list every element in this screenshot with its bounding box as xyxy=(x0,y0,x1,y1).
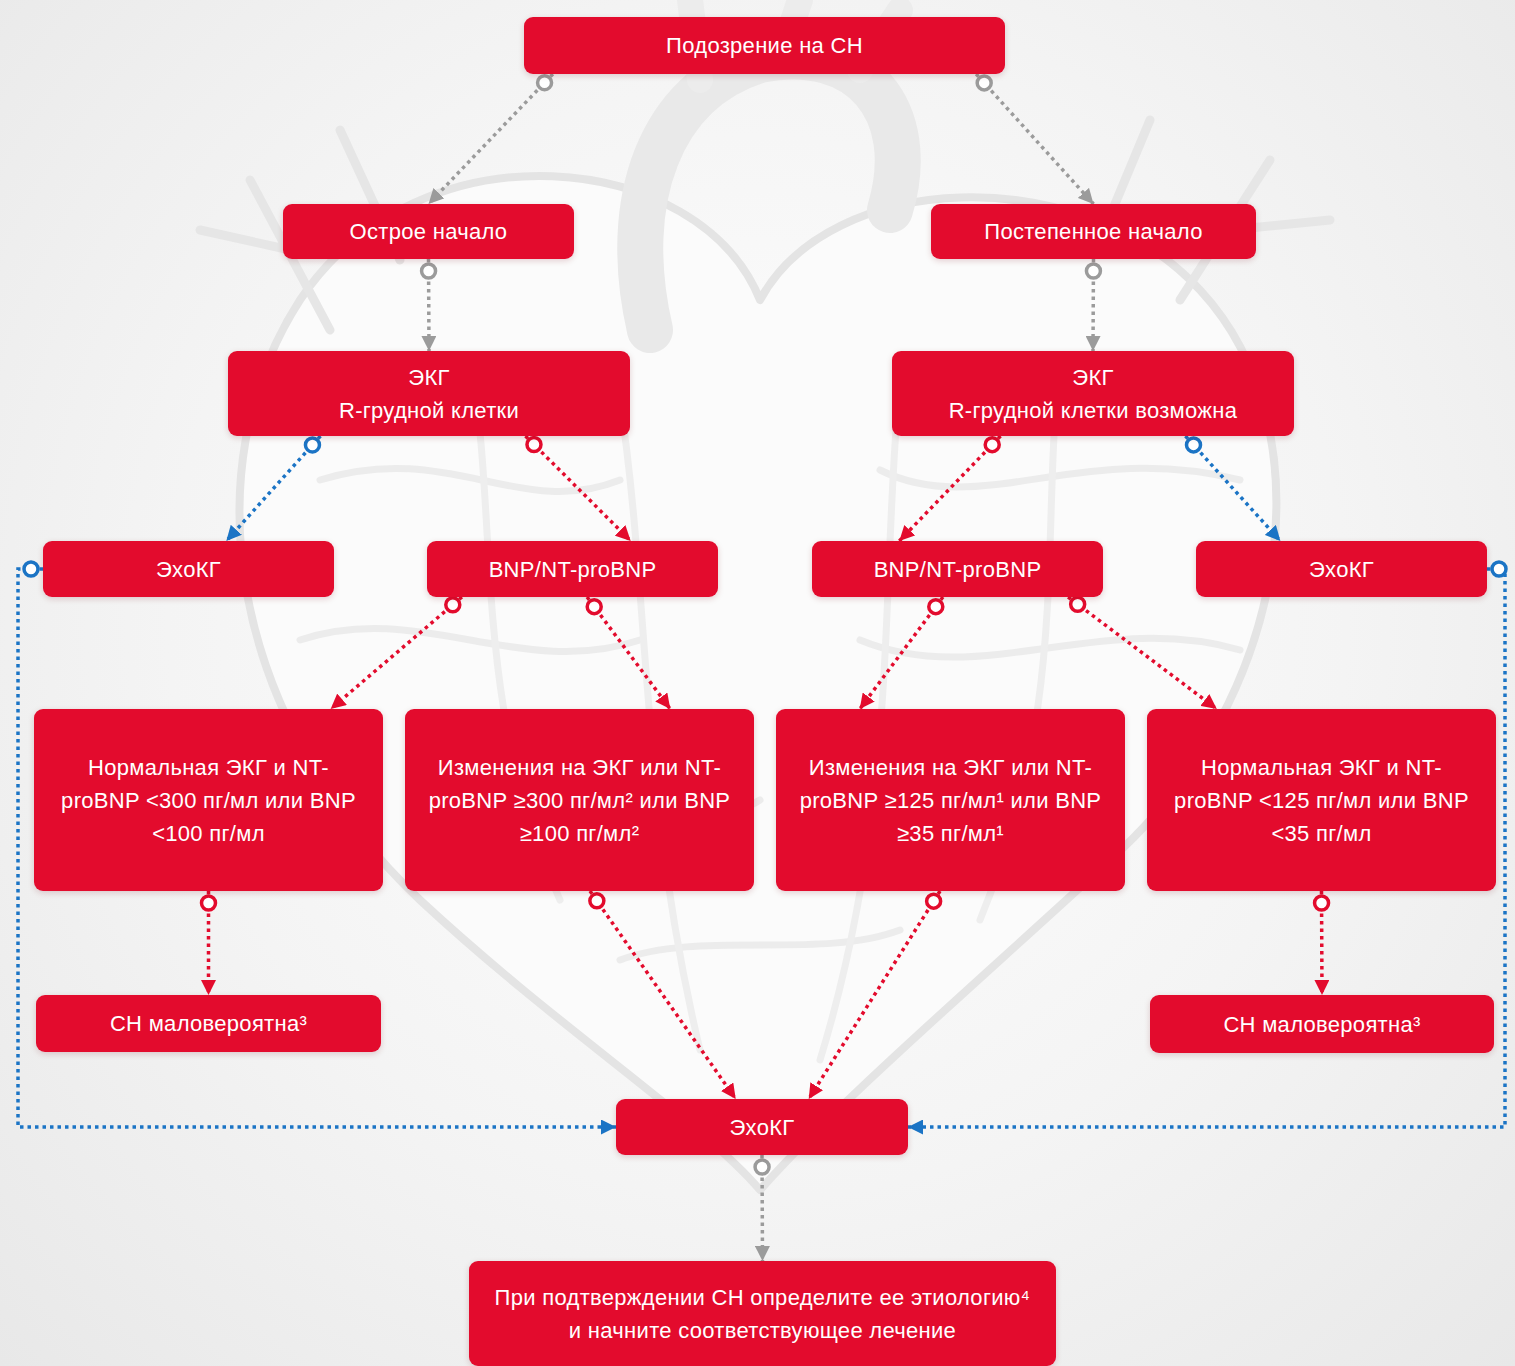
process-box: ЭКГR-грудной клетки возможна xyxy=(892,351,1294,436)
box-text: BNP/NT-proBNP xyxy=(874,553,1042,586)
connector-arrow xyxy=(809,891,941,1099)
connector-arrow xyxy=(226,436,320,541)
process-box: СН маловероятна³ xyxy=(36,995,381,1052)
connector-start-dot xyxy=(446,598,460,612)
connector-arrow xyxy=(976,74,1093,204)
process-box: BNP/NT-proBNP xyxy=(427,541,718,597)
box-text: R-грудной клетки xyxy=(339,394,519,427)
connector-start-dot xyxy=(587,600,601,614)
box-text: ЭхоКГ xyxy=(1309,553,1374,586)
connector-arrow xyxy=(1086,259,1100,351)
box-text: СН маловероятна³ xyxy=(1223,1008,1420,1041)
connector-arrow xyxy=(525,436,630,541)
process-box: ЭКГR-грудной клетки xyxy=(228,351,630,436)
connector-line xyxy=(1068,597,1217,709)
connector-line xyxy=(590,891,736,1099)
connector-arrow xyxy=(587,597,670,709)
connector-arrow xyxy=(429,74,553,204)
box-text: Изменения на ЭКГ или NT-proBNP ≥300 пг/м… xyxy=(423,751,736,850)
box-text: ЭКГ xyxy=(408,361,449,394)
box-text: ЭхоКГ xyxy=(729,1111,794,1144)
box-text: Нормальная ЭКГ и NT-proBNP <125 пг/мл ил… xyxy=(1165,751,1478,850)
connector-line xyxy=(809,891,940,1099)
process-box: Нормальная ЭКГ и NT-proBNP <125 пг/мл ил… xyxy=(1147,709,1496,891)
box-text: Нормальная ЭКГ и NT-proBNP <300 пг/мл ил… xyxy=(52,751,365,850)
box-text: Острое начало xyxy=(350,215,508,248)
connector-start-dot xyxy=(1071,597,1085,611)
connector-line xyxy=(226,436,320,541)
connector-start-dot xyxy=(1315,896,1329,910)
connector-start-dot xyxy=(1187,438,1201,452)
process-box: СН маловероятна³ xyxy=(1150,995,1494,1053)
box-text: При подтверждении СН определите ее этиол… xyxy=(487,1281,1038,1347)
connector-line xyxy=(899,436,1000,541)
connector-line xyxy=(860,597,943,709)
process-box: При подтверждении СН определите ее этиол… xyxy=(469,1261,1056,1366)
box-text: R-грудной клетки возможна xyxy=(949,394,1238,427)
connector-arrow xyxy=(590,891,736,1099)
connector-arrow xyxy=(331,597,462,709)
connector-line xyxy=(429,74,553,204)
process-box: Нормальная ЭКГ и NT-proBNP <300 пг/мл ил… xyxy=(34,709,383,891)
connector-line xyxy=(1185,436,1280,541)
connector-arrow xyxy=(202,891,216,995)
process-box: BNP/NT-proBNP xyxy=(812,541,1103,597)
connector-start-dot xyxy=(305,438,319,452)
connector-start-dot xyxy=(202,896,216,910)
connector-start-dot xyxy=(24,562,38,576)
connector-arrow xyxy=(1185,436,1280,541)
connector-start-dot xyxy=(929,600,943,614)
connector-arrow xyxy=(899,436,1000,541)
connector-start-dot xyxy=(538,76,552,90)
process-box: ЭхоКГ xyxy=(43,541,334,597)
connector-arrow xyxy=(1315,891,1329,995)
connector-arrow xyxy=(755,1155,769,1261)
box-text: ЭКГ xyxy=(1072,361,1113,394)
process-box: Изменения на ЭКГ или NT-proBNP ≥300 пг/м… xyxy=(405,709,754,891)
connector-arrow xyxy=(1068,597,1217,709)
connector-start-dot xyxy=(755,1160,769,1174)
connector-start-dot xyxy=(527,437,541,451)
box-text: Постепенное начало xyxy=(984,215,1202,248)
process-box: Подозрение на СН xyxy=(524,17,1005,74)
connector-start-dot xyxy=(422,264,436,278)
connector-start-dot xyxy=(977,76,991,90)
process-box: Острое начало xyxy=(283,204,574,259)
process-box: Постепенное начало xyxy=(931,204,1256,259)
connector-start-dot xyxy=(1086,264,1100,278)
connector-line xyxy=(587,597,670,709)
connector-line xyxy=(525,436,630,541)
connector-line xyxy=(976,74,1093,204)
box-text: СН маловероятна³ xyxy=(110,1007,307,1040)
connector-arrow xyxy=(422,259,436,351)
connector-arrow xyxy=(860,597,943,709)
process-box: Изменения на ЭКГ или NT-proBNP ≥125 пг/м… xyxy=(776,709,1125,891)
connector-start-dot xyxy=(1492,562,1506,576)
connector-start-dot xyxy=(985,438,999,452)
connector-line xyxy=(331,597,462,709)
connector-start-dot xyxy=(590,894,604,908)
box-text: BNP/NT-proBNP xyxy=(489,553,657,586)
box-text: ЭхоКГ xyxy=(156,553,221,586)
box-text: Изменения на ЭКГ или NT-proBNP ≥125 пг/м… xyxy=(794,751,1107,850)
connector-start-dot xyxy=(927,894,941,908)
process-box: ЭхоКГ xyxy=(1196,541,1487,597)
process-box: ЭхоКГ xyxy=(616,1099,908,1155)
box-text: Подозрение на СН xyxy=(666,29,863,62)
